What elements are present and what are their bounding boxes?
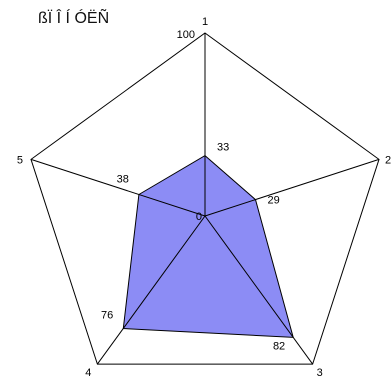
data-label-3: 82 <box>273 340 285 352</box>
axis-label-3: 3 <box>317 367 323 376</box>
data-label-4: 76 <box>101 310 113 322</box>
data-label-5: 38 <box>117 174 129 186</box>
radar-spoke-2 <box>204 158 380 217</box>
scale-label-center: 0 <box>196 211 202 223</box>
radar-grid-outer <box>30 32 380 365</box>
scale-label-max: 100 <box>177 29 195 41</box>
chart-title: ßÏ Î Í ÓËÑ <box>38 10 110 27</box>
axis-label-2: 2 <box>385 154 391 166</box>
radar-spoke-3 <box>204 215 314 365</box>
radar-series-area <box>122 154 294 338</box>
axis-label-1: 1 <box>202 16 208 28</box>
axis-label-4: 4 <box>85 367 91 376</box>
radar-spoke-5 <box>30 158 206 217</box>
data-label-2: 29 <box>268 195 280 207</box>
axis-label-5: 5 <box>17 154 23 166</box>
data-label-1: 33 <box>217 142 229 154</box>
radar-spoke-4 <box>96 215 206 365</box>
